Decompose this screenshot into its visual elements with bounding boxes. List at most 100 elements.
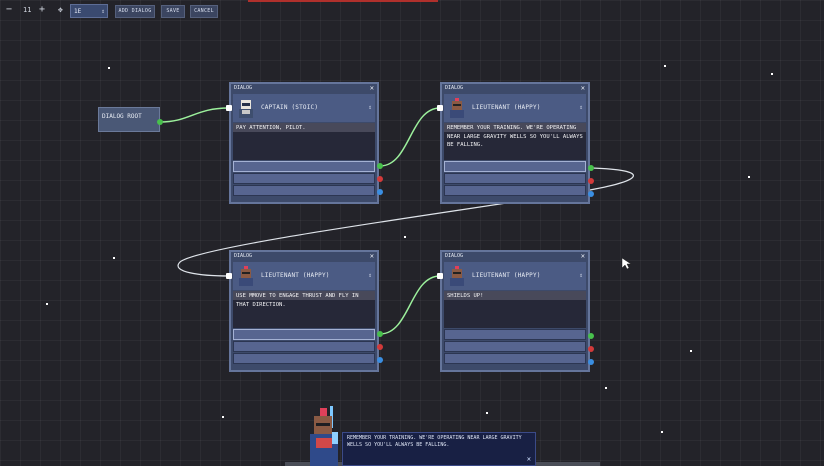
dialog-line-text[interactable]: PAY ATTENTION, PILOT. <box>233 123 375 160</box>
node-header: DIALOG ✕ <box>442 252 588 261</box>
node-title: DIALOG <box>234 253 253 259</box>
spin-icon[interactable]: ⇕ <box>579 104 583 111</box>
toolbar: − 11 + ✥ 1E ⇕ ADD DIALOG SAVE CANCEL <box>0 0 824 22</box>
star <box>748 176 750 178</box>
dialog-root-node[interactable]: DIALOG ROOT <box>98 107 160 132</box>
dialog-line-text[interactable]: REMEMBER YOUR TRAINING. WE'RE OPERATING … <box>444 123 586 160</box>
spin-icon[interactable]: ⇕ <box>368 272 372 279</box>
output-port-green[interactable] <box>377 331 383 337</box>
output-port-red[interactable] <box>588 346 594 352</box>
response-slot[interactable] <box>233 353 375 364</box>
spin-icon[interactable]: ⇕ <box>368 104 372 111</box>
dialog-node[interactable]: DIALOG ✕ LIEUTENANT (HAPPY) ⇕ REMEMBER Y… <box>440 82 590 204</box>
close-icon[interactable]: ✕ <box>580 84 585 92</box>
close-icon[interactable]: ✕ <box>369 84 374 92</box>
root-output-port[interactable] <box>157 119 163 125</box>
star <box>404 236 406 238</box>
output-port-green[interactable] <box>377 163 383 169</box>
output-port-blue[interactable] <box>588 359 594 365</box>
speaker-name: CAPTAIN (STOIC) <box>261 104 319 111</box>
zoom-input-value: 1E <box>74 8 82 15</box>
star <box>690 350 692 352</box>
close-icon[interactable]: ✕ <box>580 252 585 260</box>
output-port-blue[interactable] <box>588 191 594 197</box>
dialog-node[interactable]: DIALOG ✕ LIEUTENANT (HAPPY) ⇕ SHIELDS UP… <box>440 250 590 372</box>
close-icon[interactable]: ✕ <box>526 455 531 463</box>
dialog-root-label: DIALOG ROOT <box>102 113 142 120</box>
response-slot[interactable] <box>233 173 375 184</box>
node-input-port[interactable] <box>437 273 443 279</box>
response-slot[interactable] <box>233 329 375 340</box>
response-slot[interactable] <box>444 161 586 172</box>
lieutenant-portrait-icon <box>239 266 253 286</box>
output-port-blue[interactable] <box>377 357 383 363</box>
speaker-name: LIEUTENANT (HAPPY) <box>472 272 541 279</box>
dialog-line-value: PAY ATTENTION, PILOT. <box>236 125 306 131</box>
dialog-line-text[interactable]: SHIELDS UP! <box>444 291 586 328</box>
star <box>661 431 663 433</box>
zoom-input[interactable]: 1E ⇕ <box>70 4 108 18</box>
response-slot[interactable] <box>444 173 586 184</box>
node-header: DIALOG ✕ <box>442 84 588 93</box>
star <box>771 73 773 75</box>
close-icon[interactable]: ✕ <box>369 252 374 260</box>
star <box>222 416 224 418</box>
dialog-node[interactable]: DIALOG ✕ LIEUTENANT (HAPPY) ⇕ USE MMOVE … <box>229 250 379 372</box>
dialog-preview-box: REMEMBER YOUR TRAINING. WE'RE OPERATING … <box>342 432 536 466</box>
output-port-red[interactable] <box>588 178 594 184</box>
dialog-line-value: SHIELDS UP! <box>447 293 484 299</box>
preview-text: REMEMBER YOUR TRAINING. WE'RE OPERATING … <box>347 435 522 448</box>
top-accent-strip <box>248 0 438 2</box>
speaker-select[interactable]: LIEUTENANT (HAPPY) ⇕ <box>444 94 586 122</box>
node-input-port[interactable] <box>226 273 232 279</box>
output-port-blue[interactable] <box>377 189 383 195</box>
star <box>664 65 666 67</box>
lieutenant-portrait-icon <box>450 98 464 118</box>
wire-node1-to-node2 <box>379 107 441 167</box>
star <box>605 387 607 389</box>
spin-icon[interactable]: ⇕ <box>579 272 583 279</box>
speaker-select[interactable]: LIEUTENANT (HAPPY) ⇕ <box>444 262 586 290</box>
speaker-select[interactable]: LIEUTENANT (HAPPY) ⇕ <box>233 262 375 290</box>
output-port-red[interactable] <box>377 176 383 182</box>
star <box>113 257 115 259</box>
response-slot[interactable] <box>444 341 586 352</box>
speaker-name: LIEUTENANT (HAPPY) <box>472 104 541 111</box>
response-slot[interactable] <box>233 341 375 352</box>
cancel-button[interactable]: CANCEL <box>190 5 218 18</box>
speaker-select[interactable]: CAPTAIN (STOIC) ⇕ <box>233 94 375 122</box>
captain-portrait-icon <box>239 100 253 118</box>
minus-icon[interactable]: − <box>6 4 13 15</box>
speaker-name: LIEUTENANT (HAPPY) <box>261 272 330 279</box>
node-input-port[interactable] <box>437 105 443 111</box>
plus-icon[interactable]: + <box>39 4 46 15</box>
output-port-green[interactable] <box>588 165 594 171</box>
node-title: DIALOG <box>445 85 464 91</box>
dialog-node[interactable]: DIALOG ✕ CAPTAIN (STOIC) ⇕ PAY ATTENTION… <box>229 82 379 204</box>
response-slot[interactable] <box>444 185 586 196</box>
lieutenant-portrait-icon <box>450 266 464 286</box>
dialog-line-text[interactable]: USE MMOVE TO ENGAGE THRUST AND FLY IN TH… <box>233 291 375 328</box>
response-slot[interactable] <box>444 329 586 340</box>
add-dialog-button[interactable]: ADD DIALOG <box>115 5 155 18</box>
node-input-port[interactable] <box>226 105 232 111</box>
output-port-red[interactable] <box>377 344 383 350</box>
response-slot[interactable] <box>444 353 586 364</box>
response-slot[interactable] <box>233 161 375 172</box>
star <box>108 67 110 69</box>
node-header: DIALOG ✕ <box>231 84 377 93</box>
save-button[interactable]: SAVE <box>161 5 185 18</box>
output-port-green[interactable] <box>588 333 594 339</box>
spin-icon[interactable]: ⇕ <box>101 8 105 15</box>
star <box>46 303 48 305</box>
mouse-cursor-icon <box>622 258 632 270</box>
pan-icon[interactable]: ✥ <box>58 5 63 14</box>
node-title: DIALOG <box>234 85 253 91</box>
dialog-line-value: USE MMOVE TO ENGAGE THRUST AND FLY IN TH… <box>236 293 359 308</box>
response-slot[interactable] <box>233 185 375 196</box>
dialog-line-value: REMEMBER YOUR TRAINING. WE'RE OPERATING … <box>447 125 583 148</box>
wire-node3-to-node4 <box>379 275 441 335</box>
wire-root-to-node1 <box>159 107 230 123</box>
star <box>486 412 488 414</box>
